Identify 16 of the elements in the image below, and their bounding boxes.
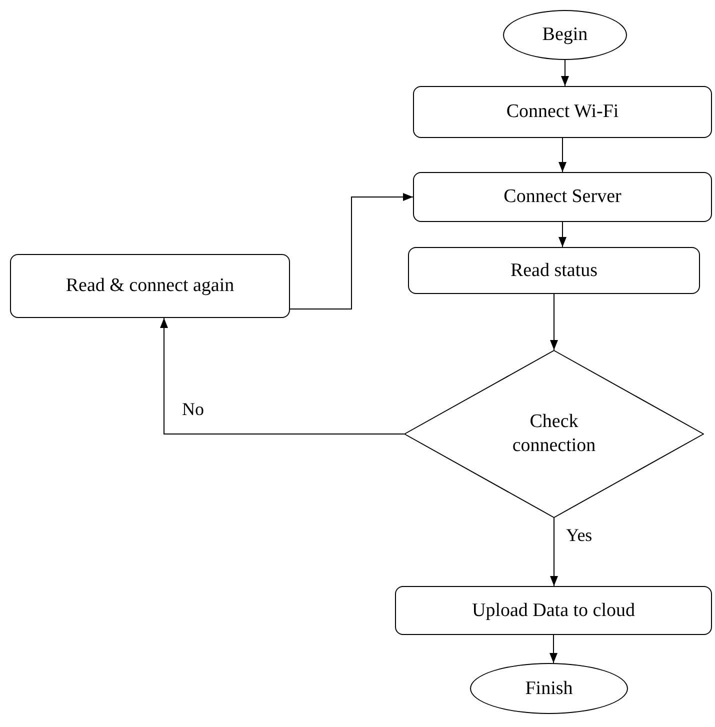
decision-text: Check connection: [511, 410, 597, 458]
arrow: [550, 518, 558, 586]
arrow: [558, 138, 566, 172]
process-box: Read status: [408, 247, 700, 294]
arrow: [550, 294, 558, 350]
process-box: Connect Wi-Fi: [413, 86, 712, 138]
arrow: [290, 193, 414, 310]
arrow: [160, 318, 404, 434]
end-ellipse: Finish: [470, 663, 628, 714]
arrow: [550, 634, 558, 664]
arrow: [561, 60, 569, 86]
process-box: Read & connect again: [10, 254, 290, 318]
arrow: [558, 222, 566, 248]
process-box: Upload Data to cloud: [395, 586, 712, 635]
start-ellipse: Begin: [503, 10, 627, 60]
process-box: Connect Server: [413, 172, 712, 222]
